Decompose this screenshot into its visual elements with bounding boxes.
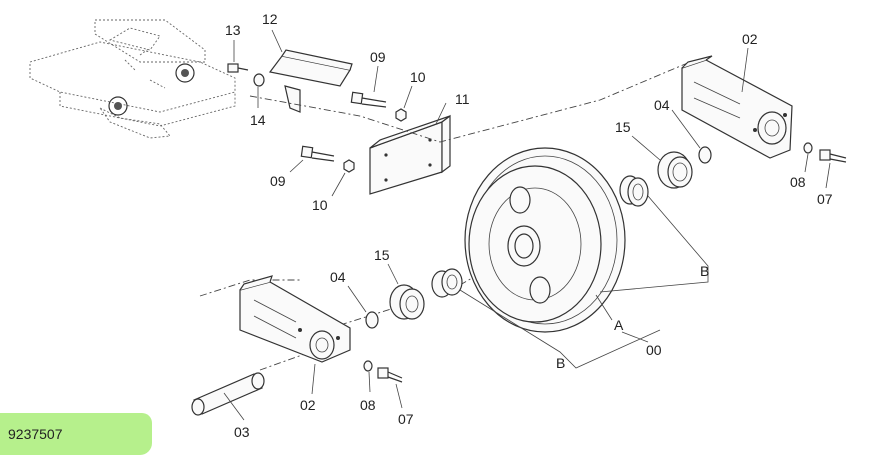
- callout-12: 12: [262, 11, 278, 27]
- callout-a: A: [614, 317, 624, 333]
- callout-04-right: 04: [654, 97, 670, 113]
- callout-08-left: 08: [360, 397, 376, 413]
- nut-10-lower: [331, 159, 355, 197]
- bolt-09-lower: [289, 145, 335, 173]
- callout-b-left: B: [556, 355, 565, 371]
- callout-00: 00: [646, 342, 662, 358]
- washer-08-left: [363, 360, 373, 393]
- callout-15-left: 15: [374, 247, 390, 263]
- bolt-07-left: [377, 367, 403, 409]
- bushing-right: [619, 175, 649, 207]
- bolt-07-right: [819, 149, 847, 189]
- callout-02-right: 02: [742, 31, 758, 47]
- bolt-09-upper: [350, 65, 387, 108]
- bracket-02-right: [681, 47, 793, 159]
- o-ring-04-right: [671, 109, 712, 164]
- callout-07-left: 07: [398, 411, 414, 427]
- washer-14: [253, 73, 265, 108]
- track-frame-ghost: [29, 19, 236, 139]
- callout-02-left: 02: [300, 397, 316, 413]
- callout-10-upper: 10: [410, 69, 426, 85]
- callout-07-right: 07: [817, 191, 833, 207]
- document-number: 9237507: [8, 426, 63, 442]
- callout-09-upper: 09: [370, 49, 386, 65]
- seal-15-left: [387, 263, 425, 320]
- callout-11: 11: [455, 91, 470, 107]
- o-ring-04-left: [347, 285, 379, 329]
- idler-wheel-00: [464, 147, 649, 343]
- callout-14: 14: [250, 112, 266, 128]
- callout-10-lower: 10: [312, 197, 328, 213]
- bolt-13: [227, 40, 249, 73]
- callout-09-lower: 09: [270, 173, 286, 189]
- callout-03: 03: [234, 424, 250, 440]
- callout-13: 13: [225, 22, 241, 38]
- bushing-left: [431, 268, 463, 298]
- callout-15-right: 15: [615, 119, 631, 135]
- leader-b-right: [599, 195, 709, 293]
- pin-03: [191, 372, 265, 421]
- leader-b-left: [459, 289, 661, 369]
- document-number-tag: [0, 413, 152, 455]
- callout-b-right: B: [700, 263, 709, 279]
- washer-08-right: [803, 142, 813, 173]
- bracket-02-left: [239, 275, 351, 395]
- nut-10-upper: [395, 85, 413, 122]
- block-11: [369, 102, 451, 195]
- guard-plate-12: [268, 29, 353, 113]
- callout-04-left: 04: [330, 269, 346, 285]
- seal-15-right: [631, 135, 693, 189]
- callout-08-right: 08: [790, 174, 806, 190]
